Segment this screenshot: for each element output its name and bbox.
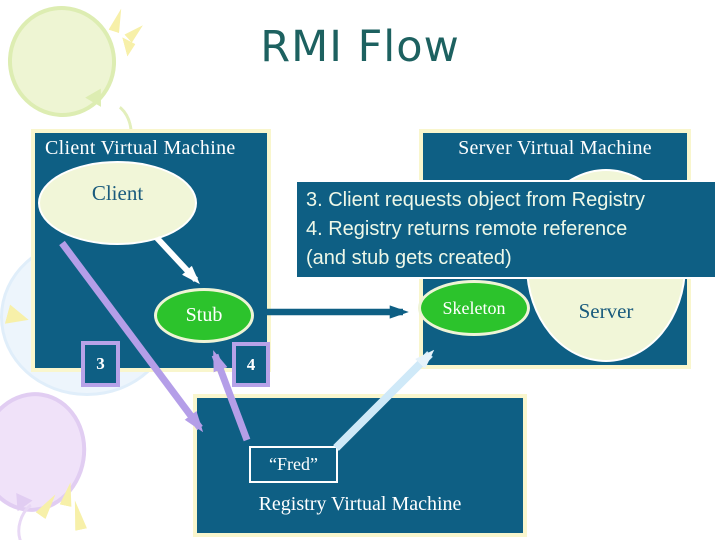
client-oval: Client [38, 161, 197, 245]
fred-label: “Fred” [269, 454, 318, 474]
server-oval-label: Server [578, 299, 634, 323]
fred-box: “Fred” [249, 446, 338, 483]
callout-box: 3. Client requests object from Registry … [295, 180, 717, 279]
callout-line-1: 3. Client requests object from Registry [306, 189, 646, 211]
client-oval-label: Client [91, 181, 144, 205]
skeleton-oval-label: Skeleton [442, 297, 506, 318]
callout-line-2: 4. Registry returns remote reference [306, 218, 628, 240]
slide-title: RMI Flow [260, 22, 460, 72]
stub-oval-label: Stub [185, 304, 223, 326]
skeleton-oval: Skeleton [418, 280, 530, 336]
step-4-marker: 4 [232, 342, 270, 387]
sparkle-icon [69, 499, 87, 531]
step-3-label: 3 [96, 354, 105, 373]
callout-line-3: (and stub gets created) [306, 247, 512, 269]
step-4-label: 4 [246, 354, 256, 374]
client-vm-label: Client Virtual Machine [45, 137, 236, 159]
registry-vm-label: Registry Virtual Machine [258, 493, 462, 515]
stub-oval: Stub [154, 288, 254, 343]
server-vm-label: Server Virtual Machine [458, 137, 652, 159]
step-3-marker: 3 [81, 341, 120, 387]
